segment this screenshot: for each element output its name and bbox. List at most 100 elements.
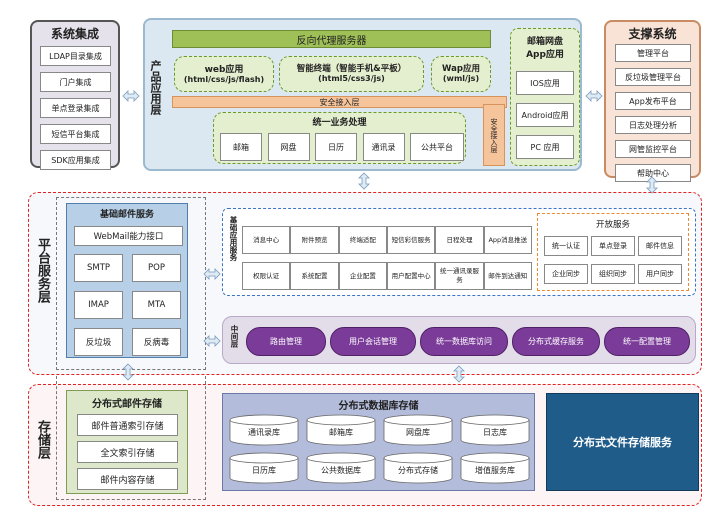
basic-app-item: 附件预览 (290, 226, 339, 254)
middleware-item: 统一配置管理 (604, 327, 690, 356)
basic-app-item: 邮件到达通知 (483, 262, 532, 290)
open-service-item: 统一认证 (544, 236, 588, 256)
mail-storage-title: 分布式邮件存储 (92, 399, 162, 410)
app-wap-title: Wap应用 (442, 64, 480, 74)
mail-storage-item: 邮件内容存储 (77, 468, 178, 490)
app-wap-sub: (wml/js) (442, 74, 480, 83)
mail-app-item: IOS应用 (516, 71, 574, 95)
db-cylinder: 通讯录库 (229, 414, 299, 446)
db-storage-title: 分布式数据库存储 (338, 401, 419, 412)
mail-storage-item: 邮件普通索引存储 (77, 414, 178, 436)
db-cylinder-label: 公共数据库 (321, 465, 361, 475)
unified-business-list: 邮箱网盘日历通讯录公共平台 (220, 133, 464, 161)
basic-app-item: 统一通讯录服务 (435, 262, 484, 290)
security-access-bar: 安全接入层 (172, 96, 507, 108)
app-web-title: web应用 (204, 65, 244, 75)
unified-item: 网盘 (267, 133, 310, 161)
mail-app-item: PC 应用 (516, 135, 574, 159)
mail-to-middleware-arrow-icon (203, 335, 221, 347)
app-smart-terminal: 智能终端（智能手机&平板） (html5/css3/js) (279, 56, 424, 92)
left-to-product-arrow-icon (122, 90, 140, 102)
support-system-title: 支撑系统 (628, 27, 677, 41)
basic-app-item: 系统配置 (290, 262, 339, 290)
unified-item: 公共平台 (410, 133, 464, 161)
mail-service-outer (56, 197, 206, 370)
security-access-label: 安全接入层 (319, 97, 360, 107)
storage-layer-label: 存储层 (35, 420, 50, 459)
unified-item: 日历 (315, 133, 357, 161)
open-service-item: 组织同步 (591, 264, 635, 284)
basic-app-item: 终端适配 (338, 226, 387, 254)
support-to-platform-arrow-icon (646, 176, 658, 194)
mail-service-item: 反垃圾 (74, 328, 123, 356)
mail-to-app-arrow-icon (203, 268, 221, 280)
app-wap: Wap应用 (wml/js) (431, 56, 491, 92)
integration-item: LDAP目录集成 (40, 46, 111, 66)
integration-item: 门户集成 (40, 72, 111, 92)
basic-app-item: App消息推送 (483, 226, 532, 254)
db-cylinder-label: 通讯录库 (248, 427, 280, 437)
support-item: 管理平台 (615, 44, 691, 62)
integration-item: 短信平台集成 (40, 124, 111, 144)
app-smart-title: 智能终端（智能手机&平板） (296, 64, 407, 74)
mail-app-title: 邮箱网盘App应用 (526, 37, 564, 60)
db-cylinder: 增值服务库 (460, 452, 530, 484)
support-item: App发布平台 (615, 92, 691, 110)
mail-to-storage-arrow-icon (122, 363, 134, 381)
support-item: 反垃圾管理平台 (615, 68, 691, 86)
db-cylinder-label: 日志库 (483, 427, 507, 437)
basic-app-item: 企业配置 (338, 262, 387, 290)
basic-mail-title: 基础邮件服务 (99, 210, 154, 220)
integration-item: SDK应用集成 (40, 150, 111, 170)
mail-storage-outer (56, 376, 206, 500)
product-to-platform-arrow-icon (358, 172, 370, 190)
support-item: 网管监控平台 (615, 140, 691, 158)
system-integration-title: 系统集成 (50, 27, 99, 41)
db-cylinder-label: 增值服务库 (475, 465, 515, 475)
basic-app-item: 日程处理 (435, 226, 484, 254)
mail-service-item: 反病毒 (132, 328, 181, 356)
db-cylinder-label: 日历库 (252, 465, 276, 475)
db-cylinder: 日志库 (460, 414, 530, 446)
middleware-item: 分布式缓存服务 (512, 327, 600, 356)
reverse-proxy-bar: 反向代理服务器 (172, 30, 491, 48)
unified-item: 通讯录 (362, 133, 405, 161)
db-cylinder-label: 邮箱库 (329, 427, 353, 437)
product-layer-label: 产品应用层 (149, 60, 162, 115)
security-access-vertical: 安全接入层 (483, 104, 505, 166)
basic-app-label: 基础应用服务 (229, 216, 238, 261)
mail-storage-item: 全文索引存储 (77, 441, 178, 463)
app-smart-sub: (html5/css3/js) (318, 74, 385, 83)
unified-item: 邮箱 (220, 133, 262, 161)
support-item: 日志处理分析 (615, 116, 691, 134)
open-service-title: 开放服务 (595, 220, 630, 230)
db-cylinder: 公共数据库 (306, 452, 376, 484)
db-cylinder: 网盘库 (383, 414, 453, 446)
open-service-item: 企业同步 (544, 264, 588, 284)
mail-service-item: IMAP (74, 291, 123, 319)
basic-app-item: 权限认证 (242, 262, 291, 290)
open-service-row1: 统一认证单点登录邮件信息 (544, 236, 682, 256)
basic-app-item: 短信彩信服务 (386, 226, 436, 254)
mail-service-item: MTA (132, 291, 181, 319)
db-cylinder-label: 分布式存储 (398, 465, 438, 475)
platform-layer-label: 平台服务层 (35, 238, 50, 303)
mail-service-item: POP (132, 254, 181, 282)
open-service-item: 单点登录 (591, 236, 635, 256)
mail-storage-list: 邮件普通索引存储全文索引存储邮件内容存储 (77, 414, 178, 495)
mail-storage-panel: 分布式邮件存储 邮件普通索引存储全文索引存储邮件内容存储 (66, 390, 188, 494)
file-storage-label: 分布式文件存储服务 (573, 436, 672, 449)
db-cylinder: 分布式存储 (383, 452, 453, 484)
product-to-right-arrow-icon (585, 90, 603, 102)
middleware-item: 用户会话管理 (330, 327, 416, 356)
webmail-interface: WebMail能力接口 (74, 226, 183, 246)
